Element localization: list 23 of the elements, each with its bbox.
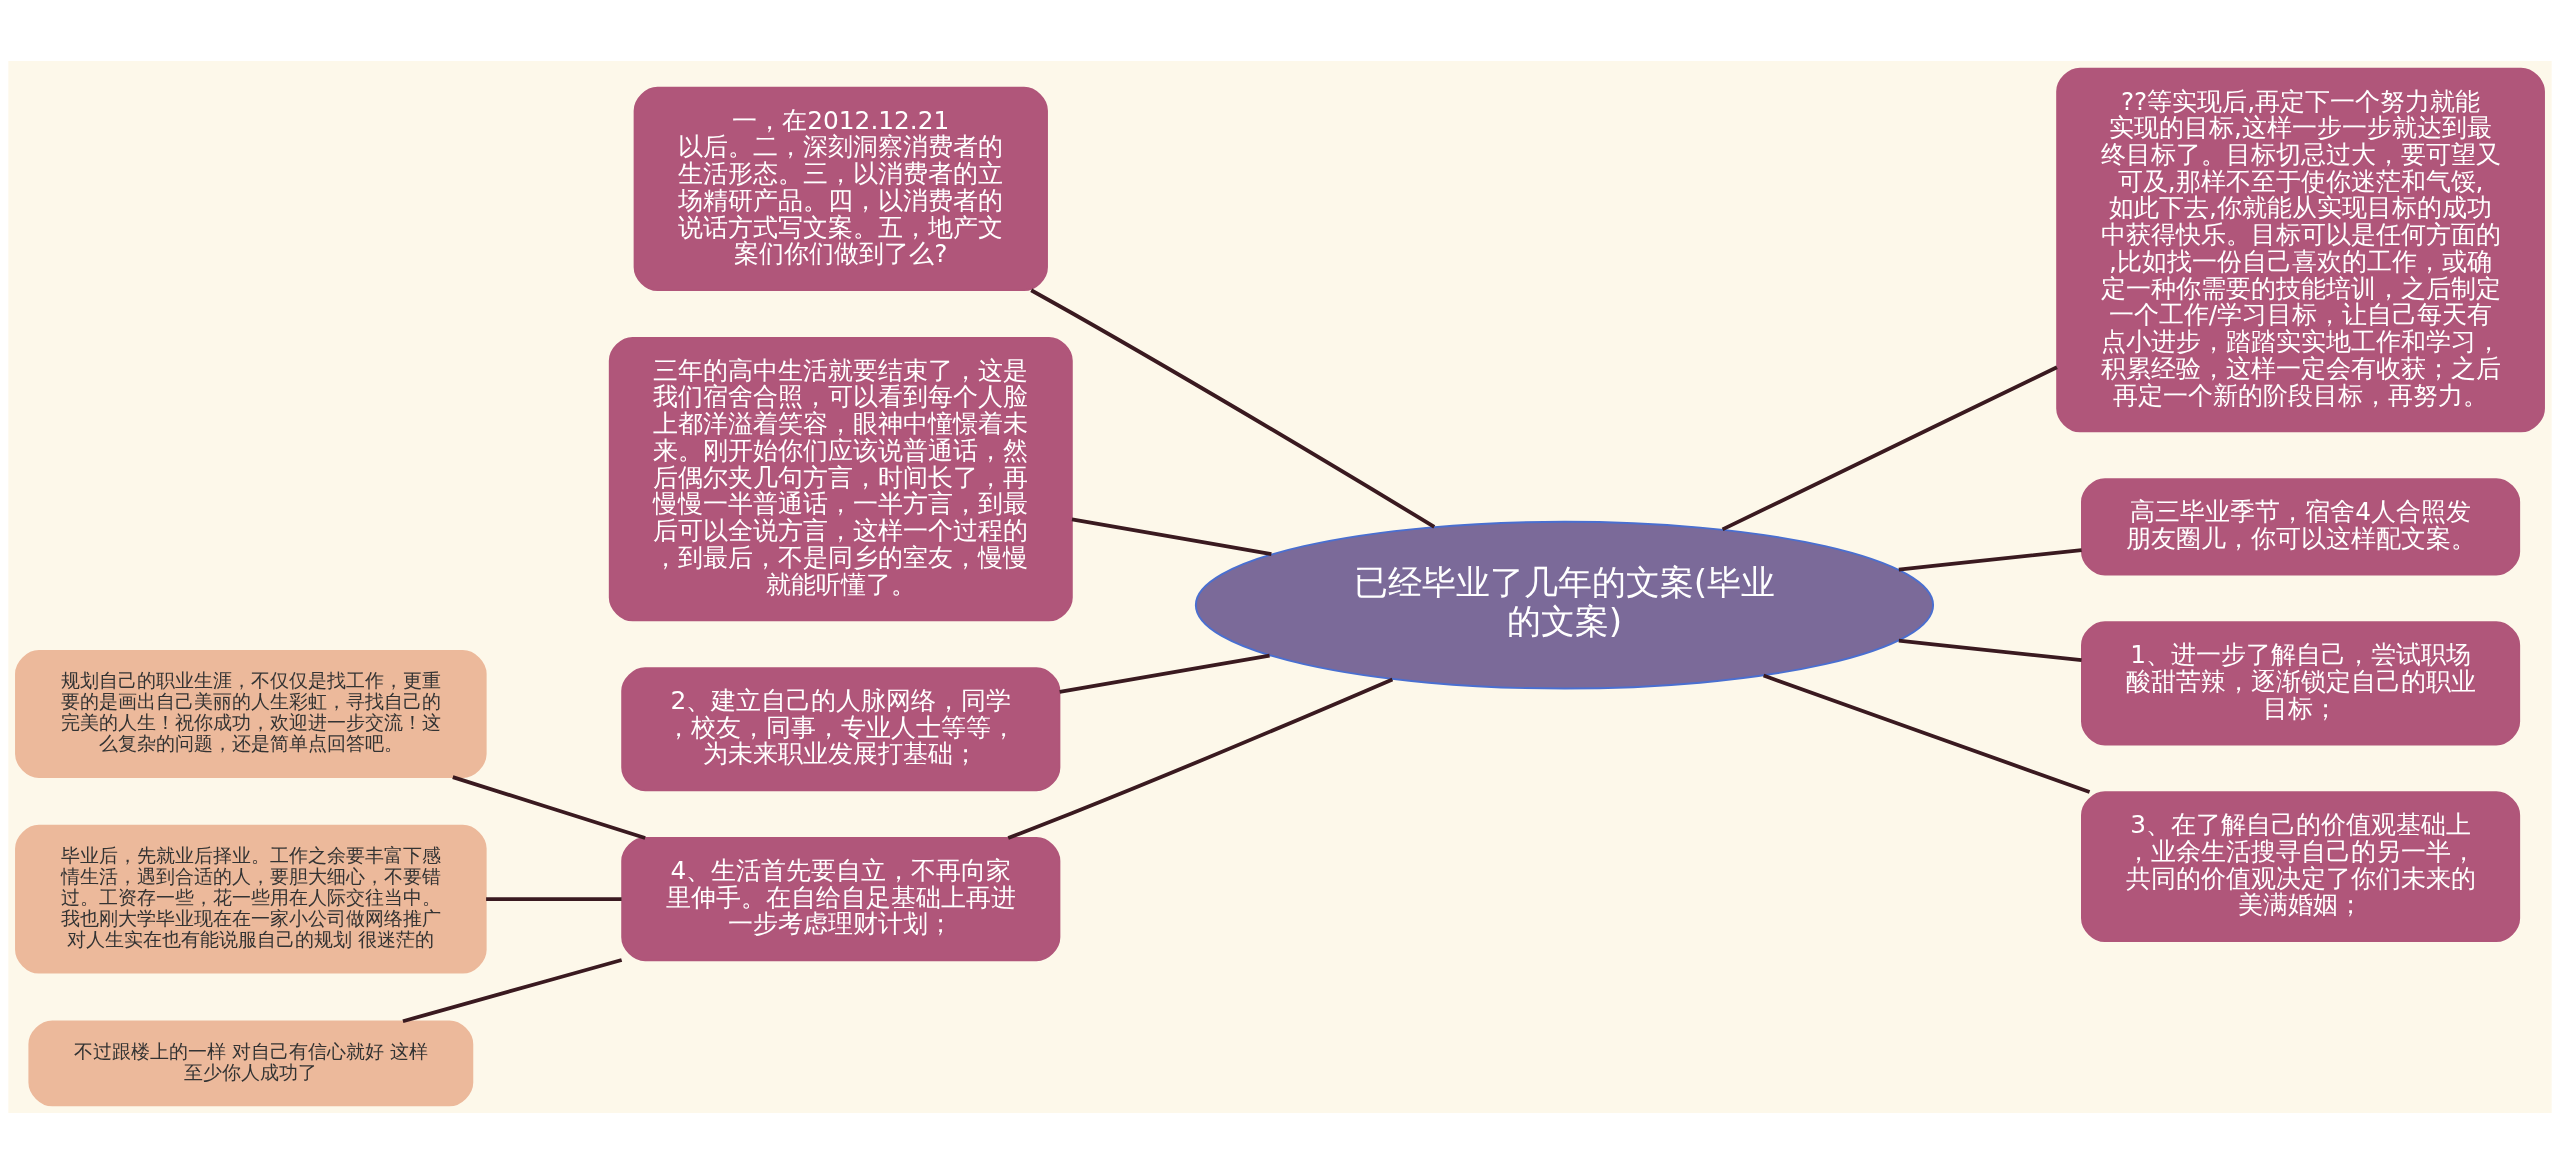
node-box: 一，在2012.12.21以后。二，深刻洞察消费者的生活形态。三，以消费者的立场精研产品。四，以消费者的说话方式写文案。五，地产文案们你们做到了么? bbox=[633, 86, 1048, 291]
node-box: 毕业后，先就业后择业。工作之余要丰富下感情生活，遇到合适的人，要胆大细心，不要错过。工资存一些，花一些用在人际交往当中。我也刚大学毕业现在在一家小公司做网络推广对人生实在也有能说服自己的规划 很迷茫的 bbox=[15, 824, 487, 974]
node-box: 三年的高中生活就要结束了，这是我们宿舍合照，可以看到每个人脸上都洋溢着笑容，眼神中憧憬着未来。刚开始你们应该说普通话，然后偶尔夹几句方言，时间长了，再慢慢一半普通话，一半方言，到最后可以全说方言，这样一个过程的，到最后，不是同乡的室友，慢慢就能听懂了。 bbox=[608, 336, 1073, 621]
connector bbox=[1030, 288, 1436, 528]
connector bbox=[1898, 638, 2082, 662]
connector bbox=[1762, 673, 2091, 794]
node-box: 1、进一步了解自己，尝试职场酸甜苦辣，逐渐锁定自己的职业目标； bbox=[2081, 620, 2521, 745]
node-ellipse: 已经毕业了几年的文案(毕业的文案) bbox=[1194, 520, 1935, 689]
connector bbox=[1071, 516, 1272, 556]
connector bbox=[452, 774, 646, 840]
node-box: 2、建立自己的人脉网络，同学，校友，同事，专业人士等等，为未来职业发展打基础； bbox=[621, 666, 1061, 791]
connector bbox=[402, 957, 623, 1023]
node-box: 规划自己的职业生涯，不仅仅是找工作，更重要的是画出自己美丽的人生彩虹，寻找自己的完美的人生！祝你成功，欢迎进一步交流！这么复杂的问题，还是简单点回答吧。 bbox=[15, 649, 487, 778]
connector bbox=[1007, 677, 1394, 840]
connector bbox=[486, 896, 622, 901]
connector bbox=[1721, 365, 2058, 531]
node-box: 高三毕业季节，宿舍4人合照发朋友圈儿，你可以这样配文案。 bbox=[2081, 477, 2521, 576]
node-box: 4、生活首先要自立，不再向家里伸手。在自给自足基础上再进一步考虑理财计划； bbox=[621, 836, 1061, 961]
node-box: 不过跟楼上的一样 对自己有信心就好 这样至少你人成功了 bbox=[28, 1019, 474, 1106]
node-box: 3、在了解自己的价值观基础上，业余生活搜寻自己的另一半，共同的价值观决定了你们未来的美满婚姻； bbox=[2081, 790, 2521, 942]
node-box: ??等实现后,再定下一个努力就能实现的目标,这样一步一步就达到最终目标了。目标切忌过大，要可望又可及,那样不至于使你迷茫和气馁,如此下去,你就能从实现目标的成功中获得快乐。目标可以是任何方面的,比如找一份自己喜欢的工作，或确定一种你需要的技能培训，之后制定一个工作/学习目标，让自己每天有点小进步，踏踏实实地工作和学习，积累经验，这样一定会有收获；之后再定一个新的阶段目标，再努力。 bbox=[2056, 67, 2545, 432]
connector bbox=[1898, 547, 2082, 571]
connector bbox=[1059, 653, 1270, 694]
